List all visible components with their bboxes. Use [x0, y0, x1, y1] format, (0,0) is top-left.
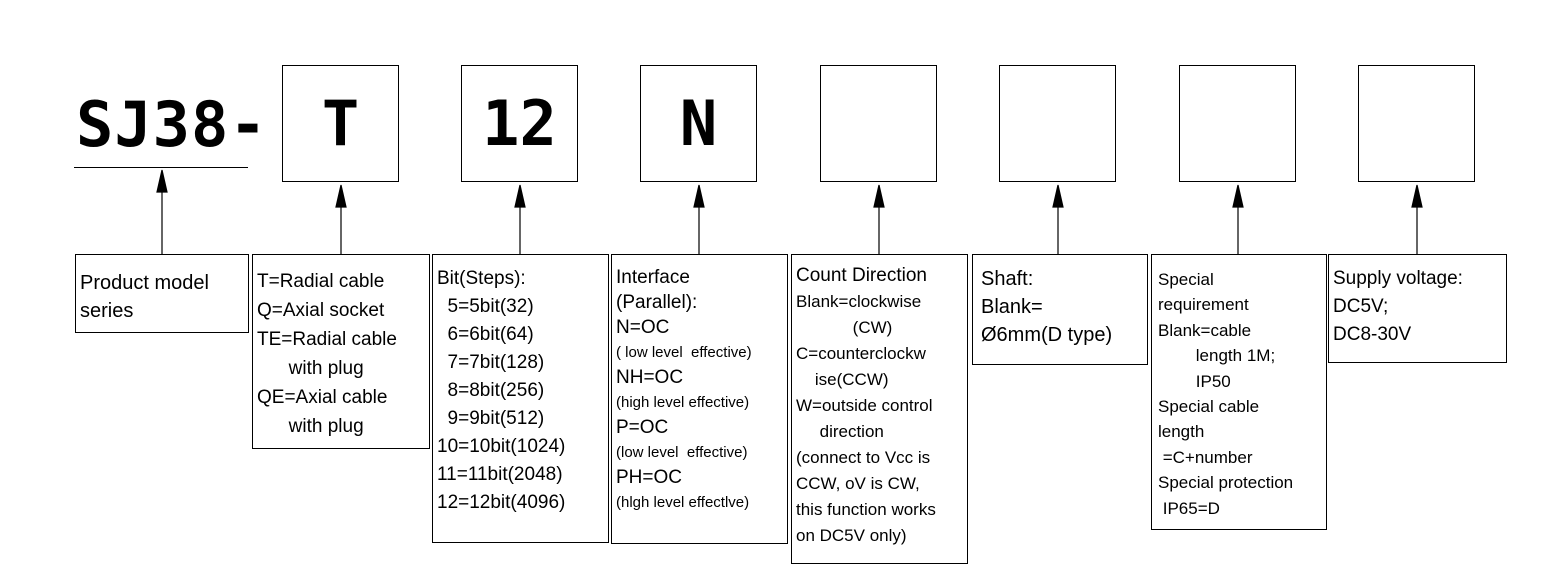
- code-box-cable: T: [282, 65, 399, 182]
- count-line: (CW): [796, 318, 893, 337]
- special-line: length: [1158, 422, 1205, 442]
- interface-nh-note: (high level effective): [616, 394, 750, 411]
- model-prefix: SJ38-: [76, 88, 268, 161]
- interface-p-note: (low level effective): [616, 444, 748, 461]
- special-line: Blank=cable: [1158, 320, 1252, 340]
- special-line: length 1M;: [1158, 346, 1276, 366]
- special-line: Special: [1158, 270, 1214, 289]
- product-series-box: Product model series: [75, 254, 249, 333]
- bits-line: 9=9bit(512): [437, 408, 545, 429]
- supply-voltage-box: Supply voltage: DC5V; DC8-30V: [1328, 254, 1507, 363]
- arrow-count-direction: [873, 184, 885, 254]
- bits-line: 7=7bit(128): [437, 352, 545, 373]
- supply-line: DC8-30V: [1333, 324, 1412, 345]
- count-line: Blank=clockwise: [796, 292, 922, 311]
- product-line-1: Product model: [80, 272, 209, 294]
- interface-ph: PH=OC: [616, 467, 682, 488]
- code-box-count-direction: [820, 65, 937, 182]
- shaft-line: Blank=: [981, 296, 1043, 318]
- cable-line-4: with plug: [257, 358, 364, 379]
- arrow-supply: [1411, 184, 1423, 254]
- cable-line-2: Q=Axial socket: [257, 300, 385, 321]
- interface-nh: NH=OC: [616, 367, 684, 388]
- code-box-shaft: [999, 65, 1116, 182]
- count-line: C=counterclockw: [796, 344, 926, 363]
- bits-line: 11=11bit(2048): [437, 464, 563, 485]
- count-line: ise(CCW): [796, 370, 889, 389]
- interface-subtitle: (Parallel):: [616, 292, 698, 313]
- supply-line: DC5V;: [1333, 296, 1389, 317]
- interface-p: P=OC: [616, 417, 669, 438]
- arrow-bits: [514, 184, 526, 254]
- bits-title: Bit(Steps):: [437, 268, 526, 289]
- count-line: this function works: [796, 500, 936, 519]
- shaft-title: Shaft:: [981, 268, 1034, 290]
- interface-n: N=OC: [616, 317, 670, 338]
- code-box-supply: [1358, 65, 1475, 182]
- arrow-shaft: [1052, 184, 1064, 254]
- count-line: W=outside control: [796, 396, 933, 415]
- shaft-box: Shaft: Blank= Ø6mm(D type): [972, 254, 1148, 365]
- bits-line: 6=6bit(64): [437, 324, 534, 345]
- bits-line: 8=8bit(256): [437, 380, 545, 401]
- bits-line: 12=12bit(4096): [437, 492, 566, 513]
- shaft-line: Ø6mm(D type): [981, 324, 1113, 346]
- arrow-cable: [335, 184, 347, 254]
- special-line: Special protection: [1158, 473, 1294, 493]
- count-line: on DC5V only): [796, 526, 907, 545]
- arrow-special: [1232, 184, 1244, 254]
- model-underline: [74, 167, 248, 168]
- special-line: IP50: [1158, 371, 1231, 391]
- code-box-bits: 12: [461, 65, 578, 182]
- interface-box: Interface (Parallel): N=OC ( low level effe…: [611, 254, 788, 544]
- interface-ph-note: (hlgh level effectlve): [616, 494, 750, 511]
- special-line: requirement: [1158, 295, 1249, 315]
- arrow-product: [156, 169, 168, 254]
- bits-line: 5=5bit(32): [437, 296, 534, 317]
- special-line: Special cable: [1158, 397, 1260, 417]
- special-line: IP65=D: [1158, 498, 1220, 518]
- cable-line-1: T=Radial cable: [257, 271, 385, 292]
- count-line: CCW, oV is CW,: [796, 474, 920, 493]
- cable-line-3: TE=Radial cable: [257, 329, 397, 350]
- count-line: (connect to Vcc is: [796, 448, 931, 467]
- arrow-interface: [693, 184, 705, 254]
- interface-title: Interface: [616, 267, 690, 288]
- cable-line-6: with plug: [257, 416, 364, 437]
- bits-line: 10=10bit(1024): [437, 436, 566, 457]
- bits-box: Bit(Steps): 5=5bit(32) 6=6bit(64) 7=7bit…: [432, 254, 609, 543]
- supply-title: Supply voltage:: [1333, 268, 1463, 289]
- code-box-interface: N: [640, 65, 757, 182]
- count-title: Count Direction: [796, 265, 927, 286]
- code-box-special: [1179, 65, 1296, 182]
- special-line: =C+number: [1158, 447, 1253, 467]
- interface-n-note: ( low level effective): [616, 344, 752, 361]
- product-line-2: series: [80, 300, 134, 322]
- cable-line-5: QE=Axial cable: [257, 387, 388, 408]
- count-line: direction: [796, 422, 884, 441]
